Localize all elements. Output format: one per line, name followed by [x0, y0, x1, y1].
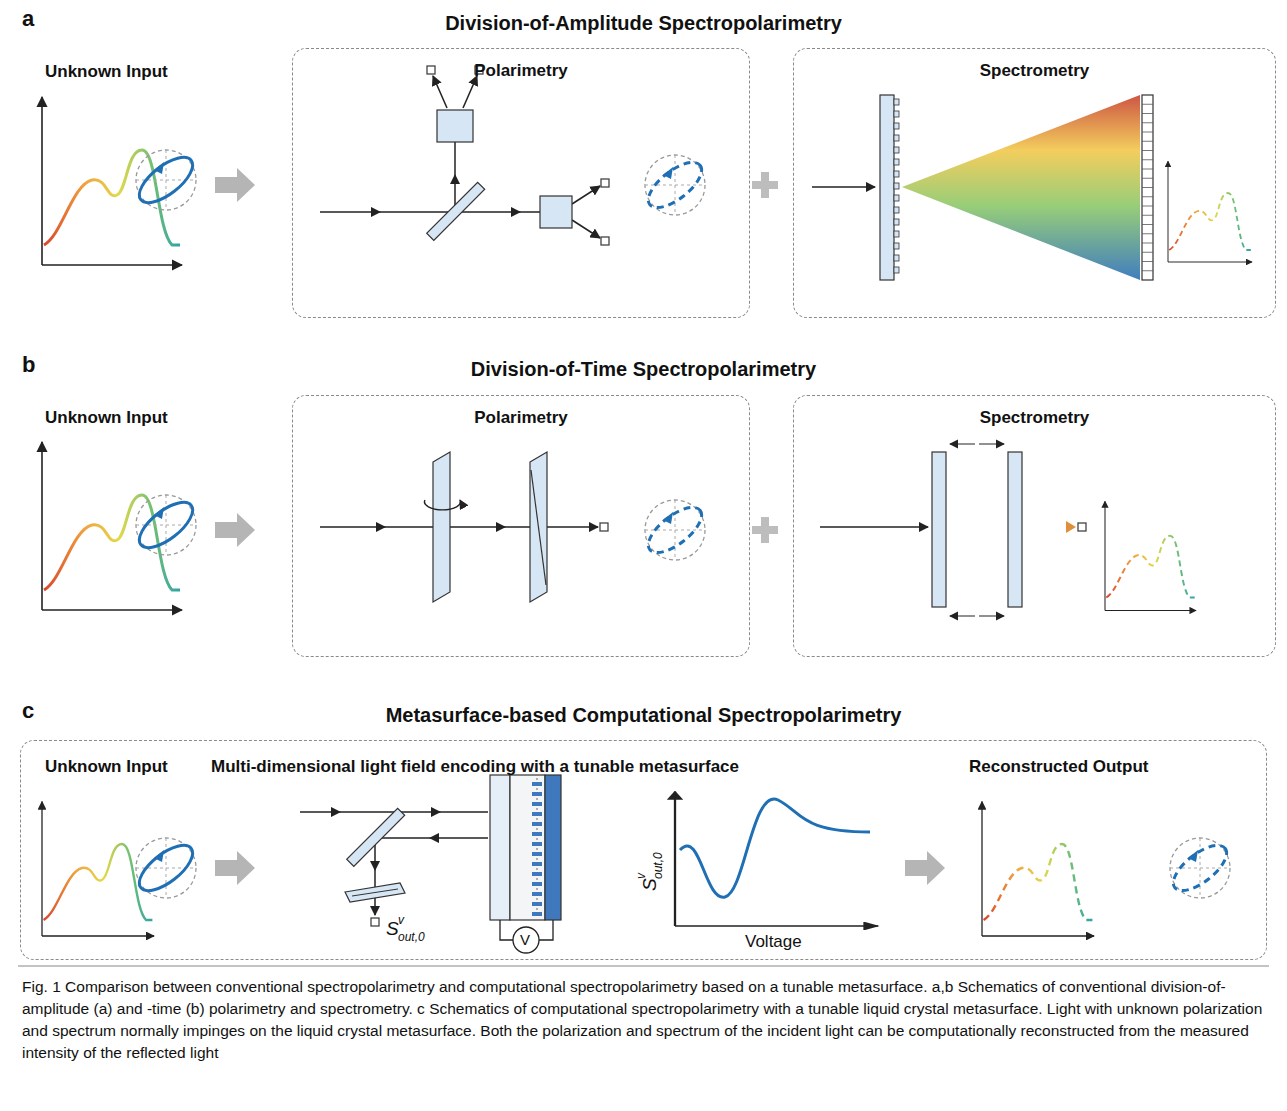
input-heading: Unknown Input: [45, 408, 168, 428]
panel-heading: Unknown Input: [45, 757, 168, 777]
stokes-subscript: out,0: [398, 930, 425, 944]
stokes-symbol: S: [386, 918, 399, 940]
panel-heading: Spectrometry: [794, 61, 1275, 81]
panel-heading: Polarimetry: [293, 61, 749, 81]
panel-letter: c: [22, 698, 34, 724]
axis-label: Voltage: [745, 932, 802, 952]
dashed-panel: Polarimetry: [292, 48, 750, 318]
voltmeter-symbol: V: [520, 931, 530, 948]
stokes-subscript: out,0: [651, 852, 665, 879]
figure-caption: Fig. 1 Comparison between conventional s…: [22, 976, 1265, 1064]
panel-letter: a: [22, 6, 34, 32]
dashed-panel: Polarimetry: [292, 395, 750, 657]
dashed-panel: Unknown Input Multi-dimensional light fie…: [20, 740, 1267, 960]
panel-title: Metasurface-based Computational Spectrop…: [0, 704, 1287, 727]
input-heading: Unknown Input: [45, 62, 168, 82]
panel-heading: Spectrometry: [794, 408, 1275, 428]
stokes-symbol: Sv out,0: [386, 916, 430, 946]
panel-title: Division-of-Amplitude Spectropolarimetry: [0, 12, 1287, 35]
panel-heading: Reconstructed Output: [969, 757, 1148, 777]
stokes-superscript: v: [634, 873, 648, 879]
dashed-panel: Spectrometry: [793, 395, 1276, 657]
panel-heading: Multi-dimensional light field encoding w…: [211, 757, 739, 777]
stokes-superscript: v: [398, 913, 404, 927]
panel-letter: b: [22, 352, 35, 378]
panel-heading: Polarimetry: [293, 408, 749, 428]
stokes-symbol: S: [639, 878, 661, 891]
stokes-symbol: Svout,0: [637, 847, 667, 891]
panel-title: Division-of-Time Spectropolarimetry: [0, 358, 1287, 381]
dashed-panel: Spectrometry: [793, 48, 1276, 318]
